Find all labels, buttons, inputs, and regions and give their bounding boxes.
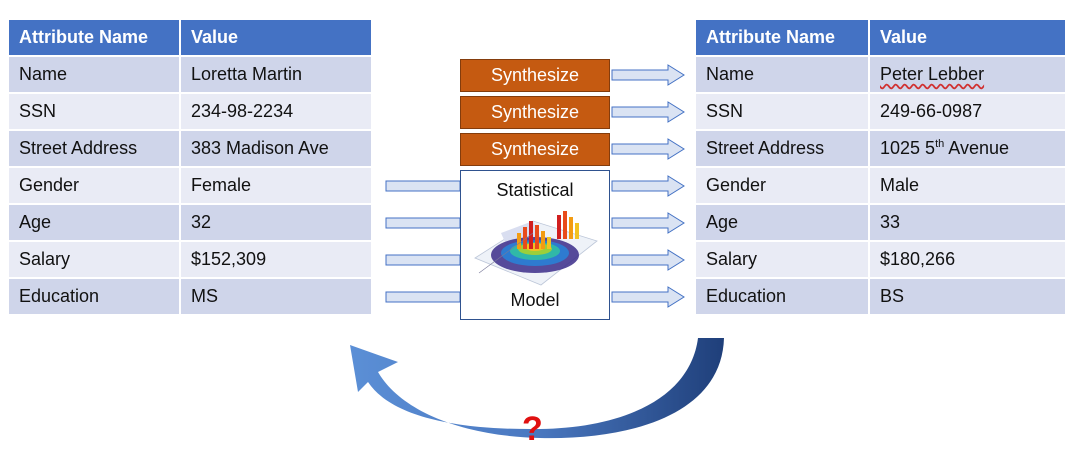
arrow-out-age bbox=[611, 212, 685, 234]
arrow-synth-1 bbox=[611, 64, 685, 86]
arrow-synth-2 bbox=[611, 101, 685, 123]
table-row: Education BS bbox=[696, 279, 1067, 316]
header-attribute-name: Attribute Name bbox=[9, 20, 181, 57]
3d-histogram-surface-icon bbox=[474, 211, 598, 286]
arrow-in-education bbox=[385, 291, 461, 303]
table-header-row: Attribute Name Value bbox=[9, 20, 373, 57]
synthesize-box-address: Synthesize bbox=[460, 133, 610, 166]
table-row: Salary $180,266 bbox=[696, 242, 1067, 279]
table-row: Name Peter Lebber bbox=[696, 57, 1067, 94]
input-arrows bbox=[385, 180, 461, 303]
value-cell: 1025 5th Avenue bbox=[870, 131, 1067, 168]
value-cell: 383 Madison Ave bbox=[181, 131, 373, 168]
arrow-synth-3 bbox=[611, 138, 685, 160]
attribute-cell: Age bbox=[9, 205, 181, 242]
attribute-cell: Salary bbox=[696, 242, 870, 279]
statistical-model-box: Statistical Model bbox=[460, 170, 610, 320]
table-header-row: Attribute Name Value bbox=[696, 20, 1067, 57]
attribute-cell: Name bbox=[9, 57, 181, 94]
value-cell: 32 bbox=[181, 205, 373, 242]
table-row: Salary $152,309 bbox=[9, 242, 373, 279]
address-rest: Avenue bbox=[944, 138, 1009, 158]
table-row: Street Address 1025 5th Avenue bbox=[696, 131, 1067, 168]
arrow-in-salary bbox=[385, 254, 461, 266]
attribute-cell: Street Address bbox=[9, 131, 181, 168]
table-row: Street Address 383 Madison Ave bbox=[9, 131, 373, 168]
table-row: SSN 249-66-0987 bbox=[696, 94, 1067, 131]
value-cell: 234-98-2234 bbox=[181, 94, 373, 131]
synthesize-box-name: Synthesize bbox=[460, 59, 610, 92]
synthetic-record-table: Attribute Name Value Name Peter Lebber S… bbox=[696, 20, 1067, 316]
value-cell: Female bbox=[181, 168, 373, 205]
output-arrows bbox=[611, 175, 685, 308]
value-cell: BS bbox=[870, 279, 1067, 316]
attribute-cell: Name bbox=[696, 57, 870, 94]
attribute-cell: Street Address bbox=[696, 131, 870, 168]
arrow-in-gender bbox=[385, 180, 461, 192]
question-mark: ? bbox=[522, 410, 543, 448]
table-row: SSN 234-98-2234 bbox=[9, 94, 373, 131]
arrow-out-salary bbox=[611, 249, 685, 271]
model-top-label: Statistical bbox=[496, 180, 574, 200]
attribute-cell: SSN bbox=[9, 94, 181, 131]
model-bottom-label: Model bbox=[510, 290, 560, 310]
attribute-cell: Education bbox=[696, 279, 870, 316]
value-cell: Loretta Martin bbox=[181, 57, 373, 94]
attribute-cell: Salary bbox=[9, 242, 181, 279]
value-cell: 249-66-0987 bbox=[870, 94, 1067, 131]
table-row: Gender Male bbox=[696, 168, 1067, 205]
table-row: Name Loretta Martin bbox=[9, 57, 373, 94]
arrow-out-education bbox=[611, 286, 685, 308]
address-number: 1025 5 bbox=[880, 138, 936, 158]
synth-arrows bbox=[611, 64, 685, 160]
value-cell: $152,309 bbox=[181, 242, 373, 279]
attribute-cell: SSN bbox=[696, 94, 870, 131]
header-value: Value bbox=[870, 20, 1067, 57]
original-record-table: Attribute Name Value Name Loretta Martin… bbox=[9, 20, 373, 316]
attribute-cell: Gender bbox=[9, 168, 181, 205]
header-attribute-name: Attribute Name bbox=[696, 20, 870, 57]
synthetic-name-value: Peter Lebber bbox=[880, 64, 985, 84]
synthesize-box-ssn: Synthesize bbox=[460, 96, 610, 129]
table-row: Age 33 bbox=[696, 205, 1067, 242]
table-row: Education MS bbox=[9, 279, 373, 316]
table-row: Age 32 bbox=[9, 205, 373, 242]
value-cell: Peter Lebber bbox=[870, 57, 1067, 94]
table-row: Gender Female bbox=[9, 168, 373, 205]
value-cell: Male bbox=[870, 168, 1067, 205]
address-ordinal-suffix: th bbox=[935, 138, 945, 150]
attribute-cell: Gender bbox=[696, 168, 870, 205]
arrow-in-age bbox=[385, 217, 461, 229]
arrow-out-gender bbox=[611, 175, 685, 197]
value-cell: MS bbox=[181, 279, 373, 316]
attribute-cell: Education bbox=[9, 279, 181, 316]
attribute-cell: Age bbox=[696, 205, 870, 242]
value-cell: $180,266 bbox=[870, 242, 1067, 279]
header-value: Value bbox=[181, 20, 373, 57]
value-cell: 33 bbox=[870, 205, 1067, 242]
